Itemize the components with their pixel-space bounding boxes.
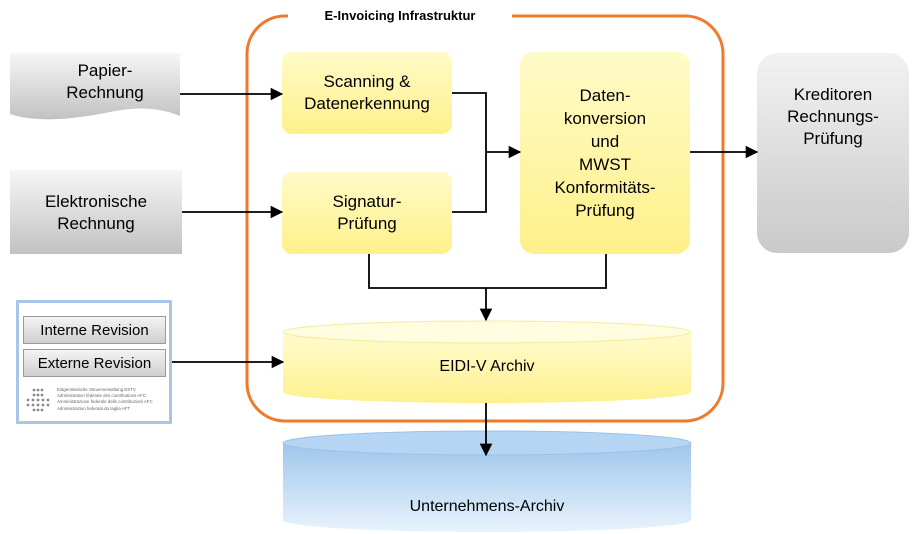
electronic-invoice-line-1: Elektronische bbox=[44, 192, 148, 211]
scanning-line-1: Scanning & bbox=[323, 72, 411, 91]
conversion-line-4: MWST bbox=[579, 155, 631, 174]
signature-box bbox=[282, 172, 452, 254]
conversion-line-6: Prüfung bbox=[575, 201, 635, 220]
creditor-line-3: Prüfung bbox=[803, 129, 863, 148]
paper-invoice: Papier- Rechnung bbox=[30, 58, 180, 106]
creditor-line-1: Kreditoren bbox=[793, 85, 873, 104]
eidi-archive-label: EIDI-V Archiv bbox=[439, 358, 535, 375]
scanning-label: Scanning & Datenerkennung bbox=[282, 60, 452, 126]
estv-logo: Eidgenössische Steuerverwaltung ESTV Adm… bbox=[23, 386, 167, 418]
company-archive-label: Unternehmens-Archiv bbox=[409, 498, 565, 515]
logo-line-2: Administration fédérale des contribution… bbox=[57, 393, 147, 399]
company-archive-cylinder bbox=[282, 430, 692, 532]
creditor-check-label: Kreditoren Rechnungs- Prüfung bbox=[757, 84, 909, 156]
conversion-box bbox=[520, 52, 690, 254]
paper-invoice-line-2: Rechnung bbox=[66, 83, 144, 102]
revision-panel: Interne Revision Externe Revision Eidgen… bbox=[16, 300, 172, 424]
electronic-invoice-line-2: Rechnung bbox=[57, 214, 135, 233]
frame-title: E-Invoicing Infrastruktur bbox=[324, 8, 476, 23]
connector-bottom-join bbox=[368, 254, 607, 289]
paper-invoice-line-1: Papier- bbox=[77, 61, 133, 80]
electronic-invoice-shape bbox=[10, 170, 182, 254]
conversion-line-2: konversion bbox=[563, 109, 647, 128]
logo-line-4: Administraziun federala da taglia AFT bbox=[57, 405, 130, 411]
signature-line-2: Prüfung bbox=[337, 214, 397, 233]
conversion-line-1: Daten- bbox=[579, 86, 631, 105]
estv-logo-text: Eidgenössische Steuerverwaltung ESTV Adm… bbox=[57, 387, 153, 412]
conversion-line-3: und bbox=[590, 132, 620, 151]
creditor-line-2: Rechnungs- bbox=[787, 107, 879, 126]
frame-title-bg bbox=[288, 6, 512, 28]
conversion-line-5: Konformitäts- bbox=[554, 178, 656, 197]
connector-signature bbox=[452, 152, 487, 213]
signature-label: Signatur- Prüfung bbox=[282, 180, 452, 246]
scanning-line-2: Datenerkennung bbox=[304, 94, 430, 113]
external-revision-button[interactable]: Externe Revision bbox=[23, 349, 166, 377]
eidi-archive-cylinder bbox=[282, 320, 692, 403]
electronic-invoice: Elektronische Rechnung bbox=[10, 180, 182, 246]
logo-line-3: Amministrazione federale delle contribuz… bbox=[57, 399, 153, 405]
creditor-check-shape bbox=[757, 53, 909, 253]
swiss-federal-logo-icon bbox=[26, 388, 50, 412]
conversion-label: Daten- konversion und MWST Konformitäts-… bbox=[520, 62, 690, 244]
signature-line-1: Signatur- bbox=[332, 192, 402, 211]
logo-line-1: Eidgenössische Steuerverwaltung ESTV bbox=[57, 387, 136, 392]
connector-scanning bbox=[452, 92, 487, 152]
scanning-box bbox=[282, 52, 452, 134]
paper-invoice-shape bbox=[10, 53, 180, 120]
internal-revision-button[interactable]: Interne Revision bbox=[23, 316, 166, 344]
